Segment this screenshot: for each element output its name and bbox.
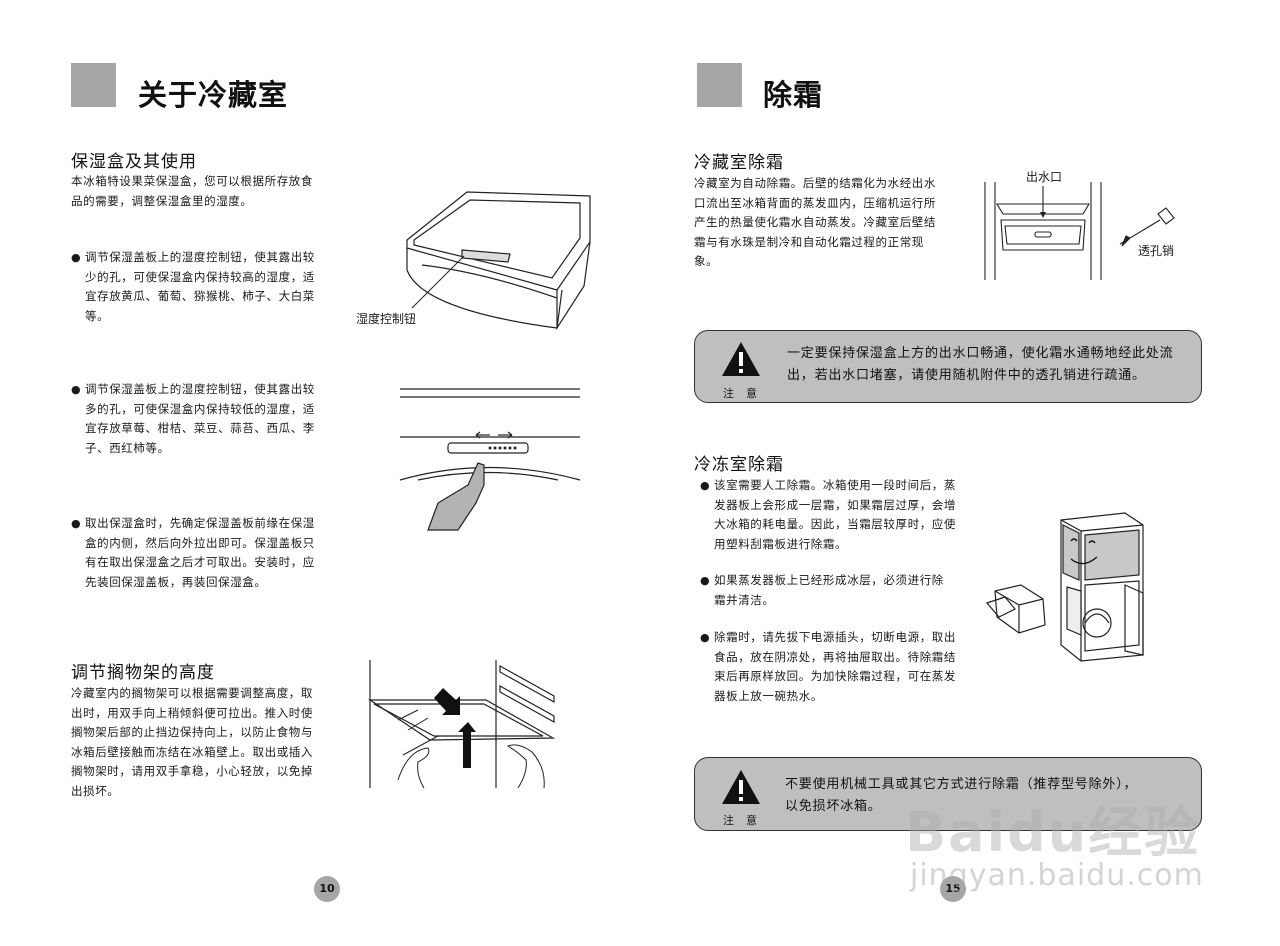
title-marker-left <box>71 63 116 107</box>
drain-pin-label: 透孔销 <box>1138 244 1175 258</box>
humidity-box-intro: 本冰箱特设果菜保湿盒，您可以根据所存放食 品的需要，调整保湿盒里的湿度。 <box>71 174 313 208</box>
freezer-bullet-procedure: 除霜时，请先拔下电源插头，切断电源，取出 食品，放在阴凉处，再将抽屉取出。待除霜… <box>700 628 970 706</box>
warning-note-label: 注意 <box>723 814 769 827</box>
watermark-url: jingyan.baidu.com <box>910 858 1204 893</box>
humidity-bullet-low: 调节保湿盖板上的湿度控制钮，使其露出较 多的孔，可使保湿盒内保持较低的湿度，适 … <box>71 380 341 458</box>
drain-outlet-label: 出水口 <box>1026 170 1063 184</box>
shelf-height-body: 冷藏室内的搁物架可以根据需要调整高度，取 出时，用双手向上稍倾斜便可拉出。推入时… <box>71 686 313 798</box>
warning-box-tools: 注意 不要使用机械工具或其它方式进行除霜（推荐型号除外）， 以免损坏冰箱。 <box>694 757 1202 831</box>
page-title-left: 关于冷藏室 <box>138 78 289 112</box>
humidity-slider-figure <box>399 388 581 531</box>
humidity-bullet-high: 调节保湿盖板上的湿度控制钮，使其露出较 少的孔，可使保湿盒内保持较高的湿度，适 … <box>71 248 341 326</box>
warning-box-drain: 注意 一定要保持保湿盒上方的出水口畅通，使化霜水通畅地经此处流 出，若出水口堵塞… <box>694 330 1202 403</box>
warning-triangle-icon <box>722 770 760 804</box>
freezer-bullet-manual: 该室需要人工除霜。冰箱使用一段时间后，蒸 发器板上会形成一层霜，如果霜层过厚，会… <box>700 476 970 554</box>
crisper-box-figure <box>406 191 591 331</box>
freezer-bullet-ice: 如果蒸发器板上已经形成冰层，必须进行除 霜并清洁。 <box>700 571 970 610</box>
drain-outlet-figure <box>984 182 1102 280</box>
fridge-defrost-figure <box>985 512 1144 662</box>
page-number-left: 10 <box>314 876 340 902</box>
warning-triangle-icon <box>722 342 760 376</box>
warning-text-tools: 不要使用机械工具或其它方式进行除霜（推荐型号除外）， 以免损坏冰箱。 <box>785 777 1138 814</box>
title-marker-right <box>697 63 742 107</box>
warning-note-label: 注意 <box>723 387 769 400</box>
section-heading-fridge-defrost: 冷藏室除霜 <box>694 153 784 173</box>
section-heading-humidity-box: 保湿盒及其使用 <box>71 152 197 172</box>
watermark-brand: Baidu经验 <box>905 801 1201 864</box>
humidity-knob-label: 湿度控制钮 <box>356 312 417 326</box>
section-heading-shelf-height: 调节搁物架的高度 <box>71 663 215 683</box>
shelf-insert-figure <box>368 660 556 789</box>
fridge-defrost-body: 冷藏室为自动除霜。后壁的结霜化为水经出水 口流出至冰箱背面的蒸发皿内，压缩机运行… <box>694 176 936 268</box>
page-number-right: 15 <box>940 876 966 902</box>
drain-pin-icon <box>1119 207 1175 247</box>
page-title-right: 除霜 <box>763 78 824 112</box>
remove-box-bullet: 取出保湿盒时，先确定保湿盖板前缘在保湿 盒的内侧，然后向外拉出即可。保湿盖板只 … <box>71 514 341 592</box>
section-heading-freezer-defrost: 冷冻室除霜 <box>694 455 784 475</box>
warning-text-drain: 一定要保持保湿盒上方的出水口畅通，使化霜水通畅地经此处流 出，若出水口堵塞，请使… <box>787 346 1174 383</box>
